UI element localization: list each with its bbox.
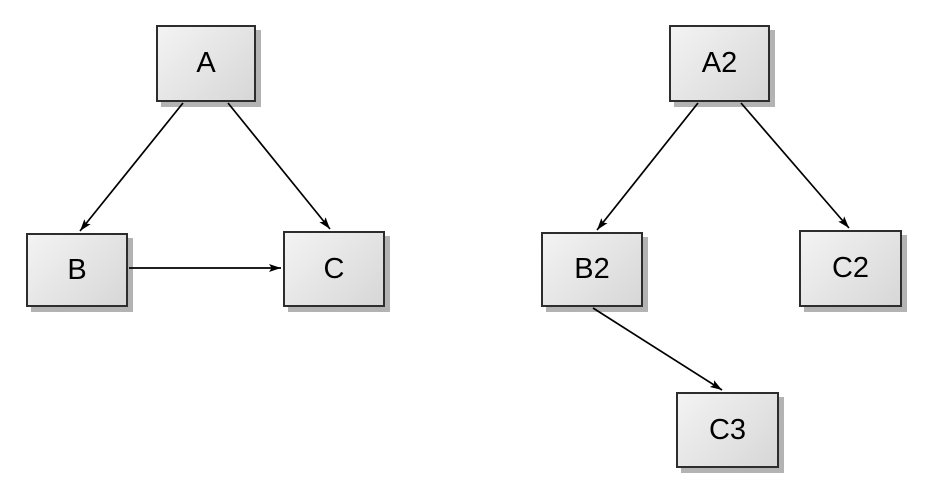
node-B2[interactable]: B2 (541, 232, 643, 307)
node-C[interactable]: C (283, 231, 385, 307)
node-label-C3: C3 (708, 413, 747, 446)
node-C2[interactable]: C2 (799, 230, 902, 307)
node-A2[interactable]: A2 (669, 25, 770, 102)
node-C3[interactable]: C3 (676, 392, 779, 468)
node-label-B: B (67, 253, 87, 286)
node-label-A2: A2 (701, 47, 738, 79)
node-B[interactable]: B (26, 233, 128, 307)
node-label-C: C (323, 252, 345, 285)
node-A[interactable]: A (156, 25, 256, 102)
node-label-C2: C2 (831, 252, 870, 284)
node-label-B2: B2 (574, 253, 610, 285)
node-label-A: A (196, 47, 216, 79)
